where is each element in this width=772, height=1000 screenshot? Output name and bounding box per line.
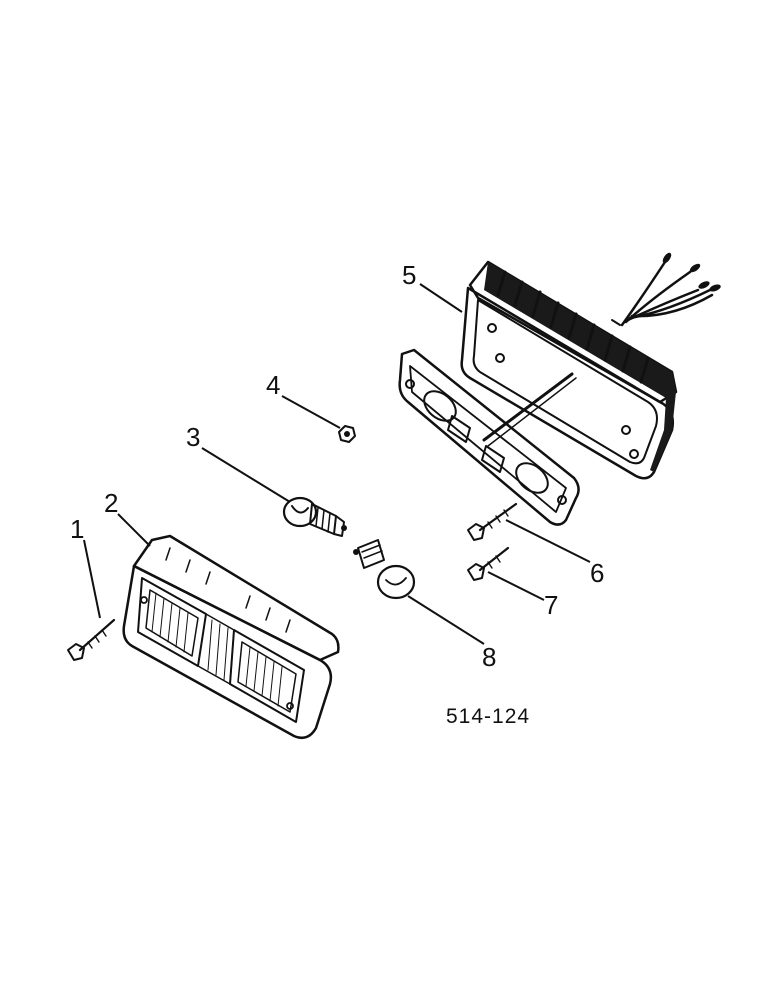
- callout-2: 2: [104, 488, 118, 518]
- diagram-reference-code: 514-124: [446, 705, 530, 728]
- callout-7: 7: [544, 590, 558, 620]
- callout-5: 5: [402, 260, 416, 290]
- callout-3: 3: [186, 422, 200, 452]
- callout-1: 1: [70, 514, 84, 544]
- screw-seven: [467, 546, 510, 581]
- callout-4: 4: [266, 370, 280, 400]
- callout-6: 6: [590, 558, 604, 588]
- lamp-housing: [460, 252, 721, 480]
- nut: [338, 425, 356, 443]
- lamp-lens: [122, 534, 340, 739]
- bulb-large: [282, 496, 347, 537]
- screw-one: [67, 618, 116, 661]
- screw-six: [467, 502, 518, 541]
- bulb-holder-plate: [398, 348, 580, 526]
- bulb-small: [353, 539, 416, 600]
- callout-8: 8: [482, 642, 496, 672]
- callout-labels: 1 2 3 4 5 6 7 8: [70, 260, 604, 672]
- leader-lines: [83, 283, 591, 645]
